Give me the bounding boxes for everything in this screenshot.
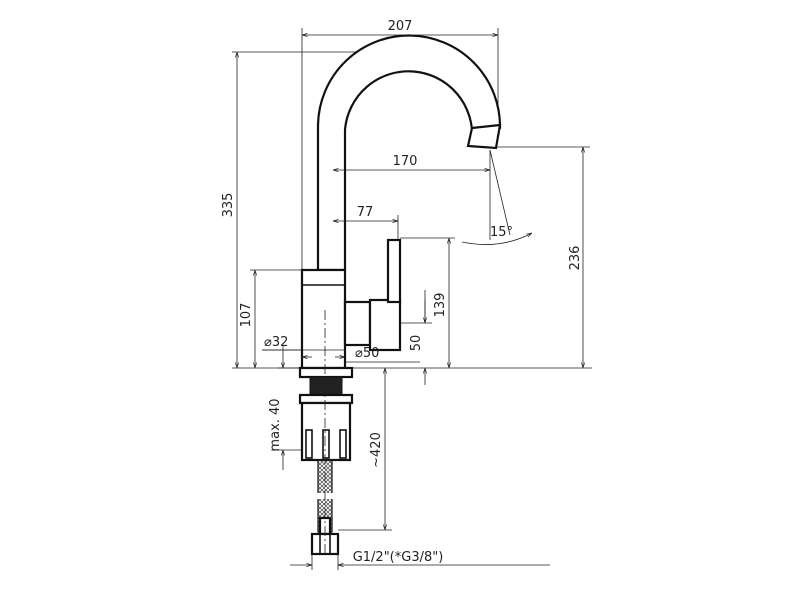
dim-207: 207 <box>388 19 413 34</box>
dim-107: 107 <box>239 303 254 328</box>
extension-lines <box>232 28 592 570</box>
dim-420: ~420 <box>369 432 384 468</box>
dim-77: 77 <box>357 205 374 220</box>
dim-max-40: max. 40 <box>268 398 283 451</box>
dim-thread: G1/2"(*G3/8") <box>353 550 444 565</box>
dim-170: 170 <box>393 154 418 169</box>
dimension-lines <box>237 35 583 565</box>
dimension-labels: 207 170 77 15° 335 236 107 139 50 ⌀32 ⌀5… <box>221 19 583 565</box>
dim-15deg: 15° <box>490 225 513 240</box>
dim-335: 335 <box>221 193 236 218</box>
faucet-body <box>298 34 502 556</box>
dim-236: 236 <box>568 246 583 271</box>
dim-139: 139 <box>433 293 448 318</box>
dim-50: 50 <box>409 335 424 352</box>
dim-diameter-32: ⌀32 <box>264 335 288 350</box>
dim-diameter-50: ⌀50 <box>355 346 379 361</box>
